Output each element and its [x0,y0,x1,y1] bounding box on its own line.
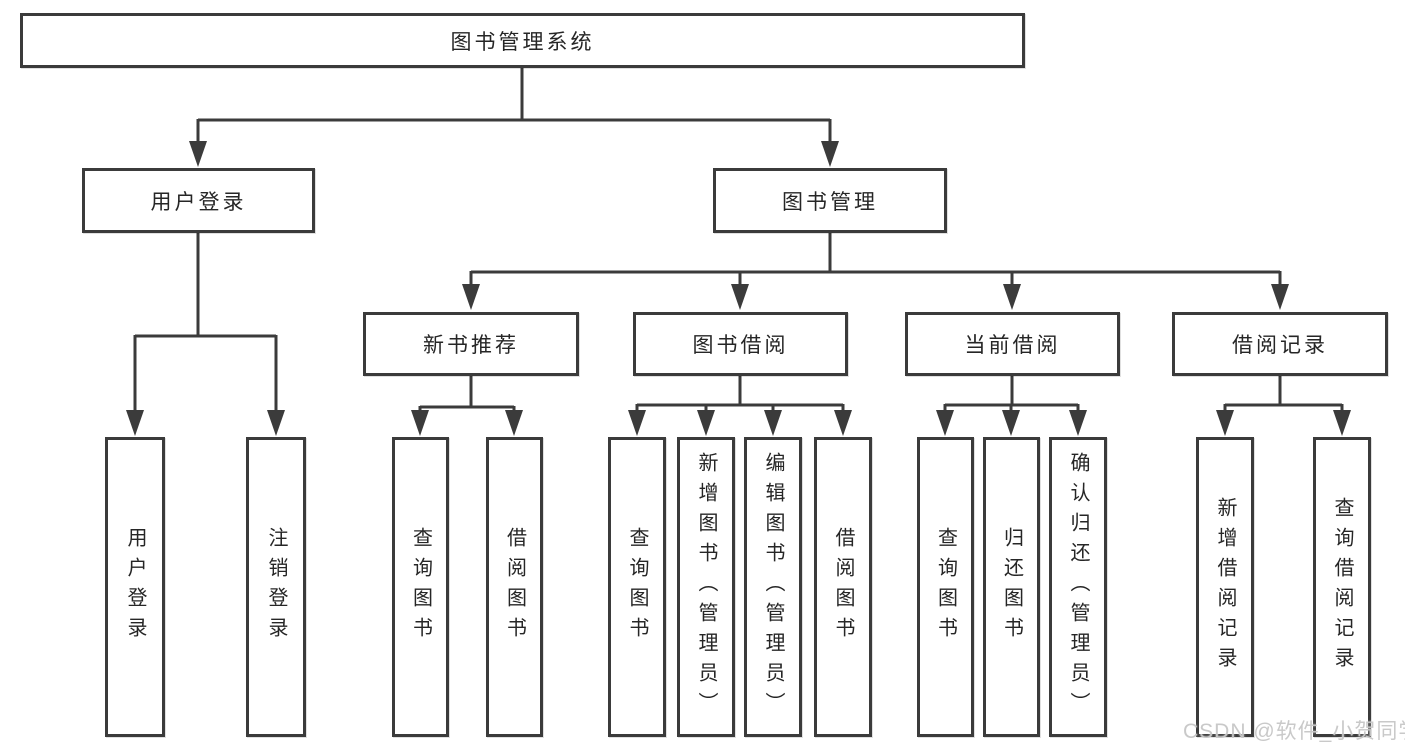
node-new-book-recommend: 新书推荐 [363,312,579,376]
leaf-bb-add-books-admin: 新增图书（管理员） [677,437,735,737]
node-book-management: 图书管理 [713,168,947,233]
leaf-bb-query-books: 查询图书 [608,437,666,737]
node-root-label: 图书管理系统 [450,30,595,54]
node-new-book-recommend-label: 新书推荐 [423,334,519,357]
node-borrow-record-label: 借阅记录 [1232,334,1328,357]
leaf-nbr-borrow-books: 借阅图书 [486,437,543,737]
leaf-bb-edit-books-admin: 编辑图书（管理员） [744,437,802,737]
node-current-borrow-label: 当前借阅 [964,334,1061,357]
node-current-borrow: 当前借阅 [905,312,1120,376]
leaf-cb-query-books: 查询图书 [917,437,974,737]
node-book-borrow-label: 图书借阅 [692,334,789,357]
node-root: 图书管理系统 [20,13,1025,68]
watermark-text: CSDN @软件_小贺同学 [1183,720,1405,743]
leaf-logout: 注销登录 [246,437,306,737]
leaf-cb-confirm-return-admin: 确认归还（管理员） [1049,437,1107,737]
leaf-br-add-borrow-record: 新增借阅记录 [1196,437,1254,737]
leaf-user-login: 用户登录 [105,437,165,737]
node-user-login-label: 用户登录 [150,190,247,214]
leaf-bb-borrow-books: 借阅图书 [814,437,872,737]
leaf-cb-return-books: 归还图书 [983,437,1040,737]
leaf-nbr-query-books: 查询图书 [392,437,449,737]
leaf-br-query-borrow-record: 查询借阅记录 [1313,437,1371,737]
node-user-login: 用户登录 [82,168,315,233]
node-book-borrow: 图书借阅 [633,312,848,376]
node-book-management-label: 图书管理 [782,190,878,214]
node-borrow-record: 借阅记录 [1172,312,1388,376]
